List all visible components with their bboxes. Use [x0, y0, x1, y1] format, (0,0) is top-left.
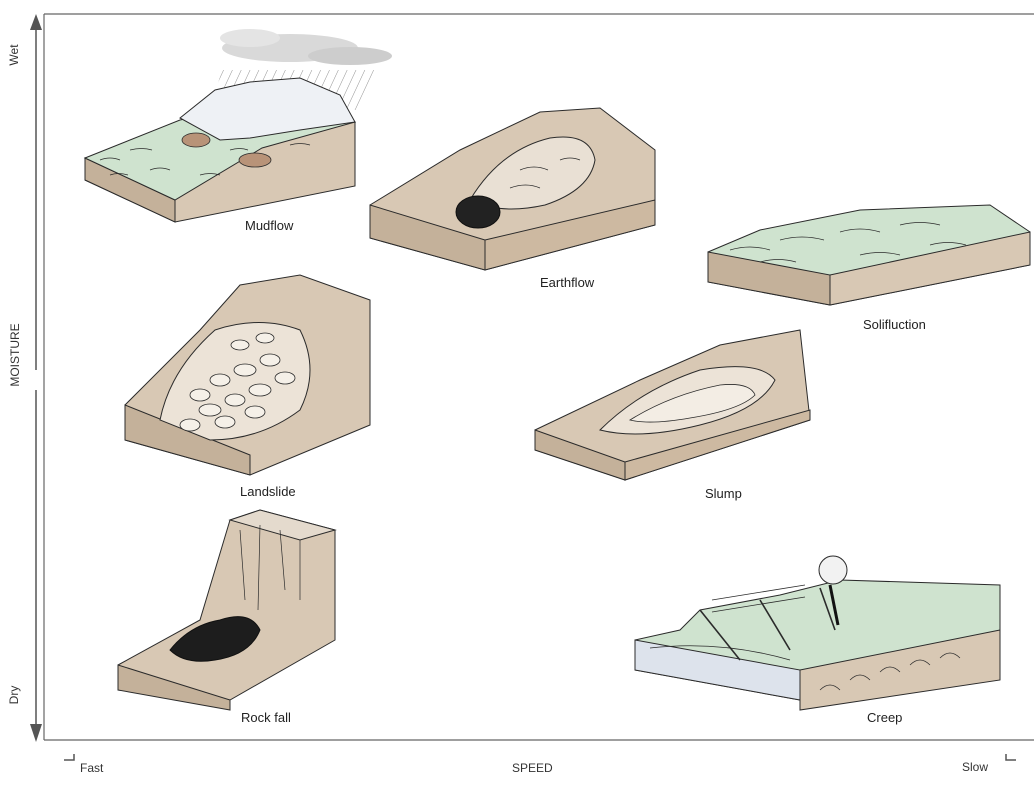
slump-block [535, 330, 810, 480]
axis-dry-label: Dry [7, 681, 21, 709]
axis-slow-label: Slow [962, 760, 988, 774]
mudflow-block [85, 78, 355, 222]
fast-tick-icon [64, 754, 74, 760]
rockfall-block [118, 510, 335, 710]
moisture-axis [30, 14, 42, 742]
solifluction-block [708, 205, 1030, 305]
mudflow-label: Mudflow [245, 218, 293, 233]
tree-icon [819, 556, 847, 584]
slump-label: Slump [705, 486, 742, 501]
slow-tick-icon [1006, 754, 1016, 760]
axis-speed-title: SPEED [512, 761, 553, 775]
earthflow-label: Earthflow [540, 275, 594, 290]
axis-fast-label: Fast [80, 761, 103, 775]
landslide-label: Landslide [240, 484, 296, 499]
axis-wet-label: Wet [7, 41, 21, 69]
rockfall-label: Rock fall [241, 710, 291, 725]
solifluction-label: Solifluction [863, 317, 926, 332]
arrow-up-icon [30, 14, 42, 30]
arrow-down-icon [30, 724, 42, 742]
speed-axis [64, 754, 1016, 760]
creep-block [635, 556, 1000, 710]
creep-label: Creep [867, 710, 902, 725]
axis-moisture-title: MOISTURE [8, 320, 22, 390]
landslide-block [125, 275, 370, 475]
earthflow-block [370, 108, 655, 270]
